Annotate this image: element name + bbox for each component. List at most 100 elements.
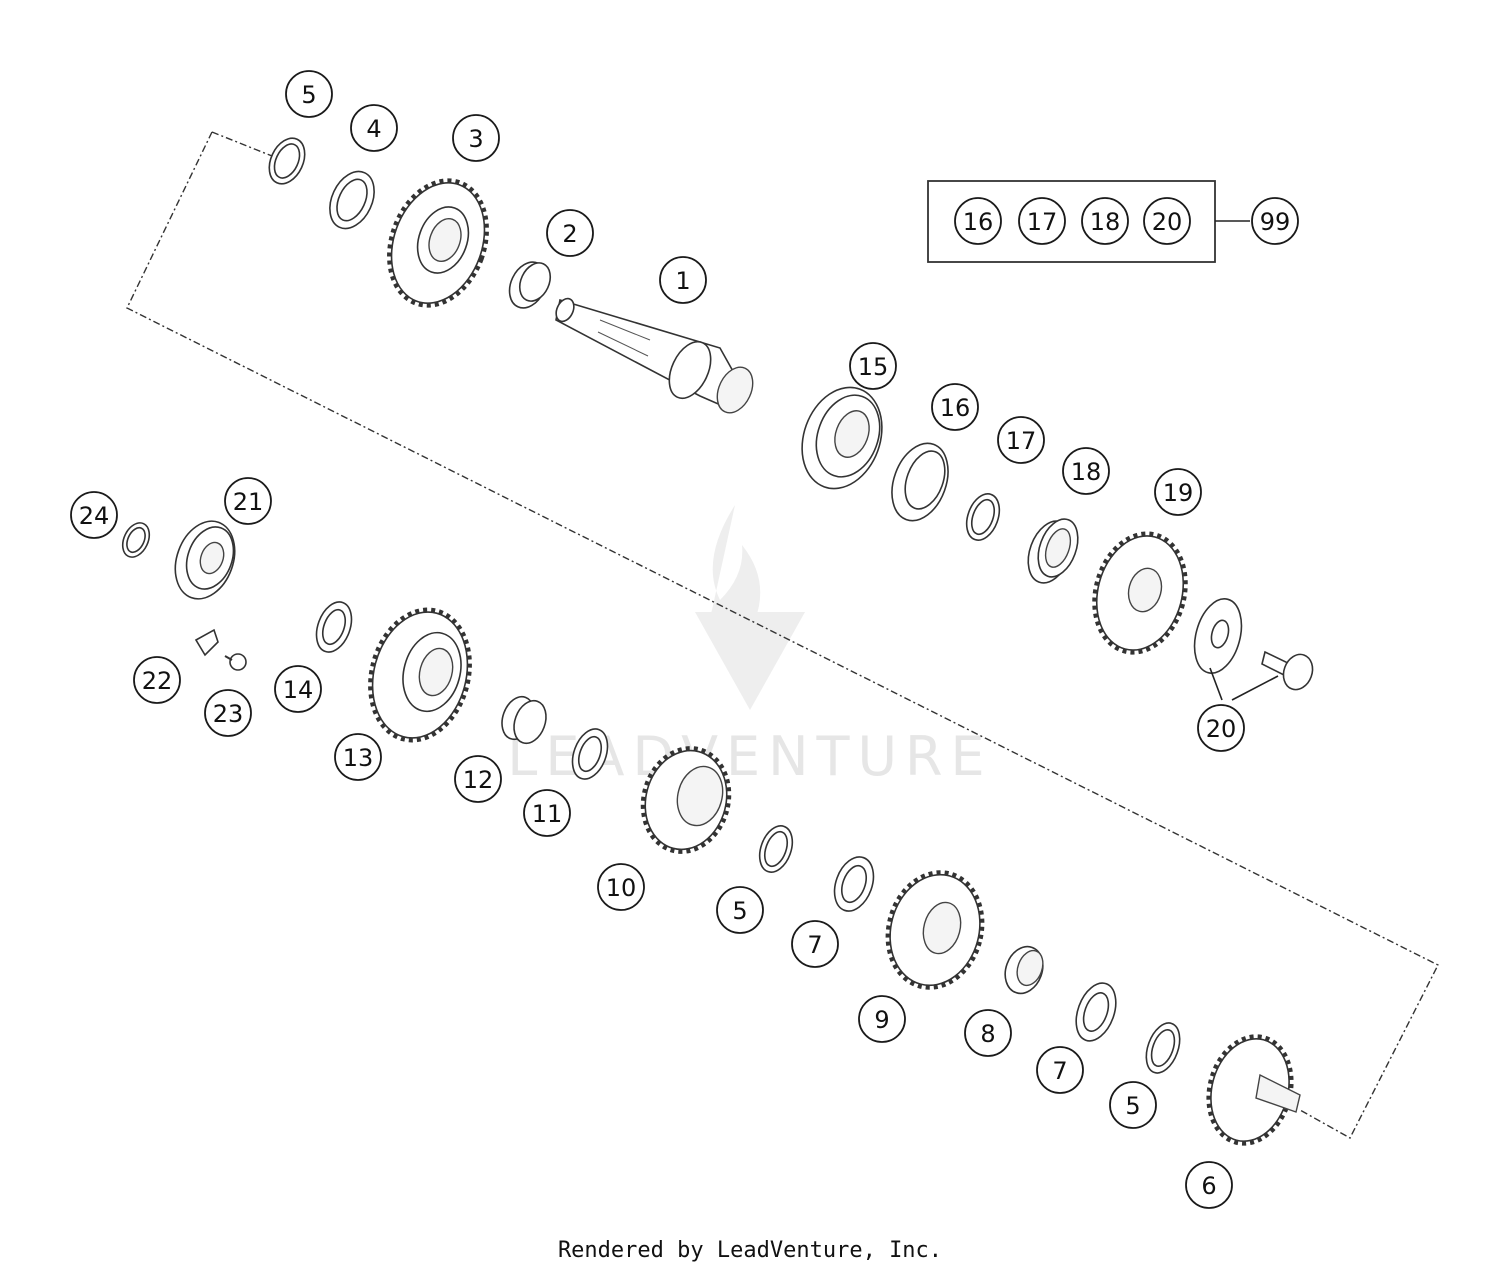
washer-14: [315, 601, 353, 653]
callout-15: 15: [849, 342, 897, 390]
callout-16: 16: [931, 383, 979, 431]
bearing-15: [801, 386, 883, 490]
kit-item-label: 18: [1090, 208, 1121, 236]
leader-line-20a: [1209, 667, 1223, 701]
kit-item-16: 16: [954, 197, 1002, 245]
callout-6: 6: [1185, 1161, 1233, 1209]
snap-ring-5-top: [268, 137, 306, 185]
callout-circle: [964, 1009, 1012, 1057]
callout-circle: [1154, 468, 1202, 516]
kit-item-20: 20: [1143, 197, 1191, 245]
callout-24: 24: [70, 491, 118, 539]
callout-label: 5: [301, 81, 316, 109]
shaft-1: [555, 297, 754, 414]
snap-ring-24: [121, 522, 151, 558]
callout-9: 9: [858, 995, 906, 1043]
callout-10: 10: [597, 863, 645, 911]
bushing-2: [508, 261, 552, 309]
callout-circle: [546, 209, 594, 257]
callout-label: 24: [79, 502, 110, 530]
spacer-18: [1027, 518, 1079, 584]
callout-12: 12: [454, 755, 502, 803]
callout-circle: [997, 416, 1045, 464]
gear-10: [640, 746, 732, 854]
kit-item-17: 17: [1018, 197, 1066, 245]
callout-circle: [350, 104, 398, 152]
callout-circle: [659, 256, 707, 304]
callout-2: 2: [546, 209, 594, 257]
callout-label: 11: [532, 800, 563, 828]
callout-circle: [454, 755, 502, 803]
footer-credit: Rendered by LeadVenture, Inc.: [557, 1238, 943, 1263]
callout-label: 21: [233, 488, 264, 516]
callout-circle: [285, 70, 333, 118]
callout-7: 7: [1036, 1046, 1084, 1094]
kit-item-label: 17: [1027, 208, 1058, 236]
callout-7: 7: [791, 920, 839, 968]
callout-label: 9: [874, 1006, 889, 1034]
leader-line-20b: [1231, 675, 1279, 701]
kit-item-18: 18: [1081, 197, 1129, 245]
callout-label: 23: [213, 700, 244, 728]
lock-washer-20: [1193, 598, 1243, 674]
callout-circle: [791, 920, 839, 968]
gear-13: [368, 607, 472, 743]
kit-item-circle: [1143, 197, 1191, 245]
kit-number-callout: 99: [1251, 197, 1299, 245]
kit-item-circle: [1018, 197, 1066, 245]
callout-22: 22: [133, 656, 181, 704]
bushing-12: [501, 695, 547, 745]
callout-circle: [597, 863, 645, 911]
callout-13: 13: [334, 733, 382, 781]
callout-circle: [204, 689, 252, 737]
kit-item-label: 20: [1152, 208, 1183, 236]
bolt-20: [1261, 650, 1314, 691]
bearing-21: [174, 520, 236, 600]
callout-11: 11: [523, 789, 571, 837]
callout-label: 17: [1006, 427, 1037, 455]
callout-circle: [70, 491, 118, 539]
washer-4: [329, 170, 375, 230]
callout-23: 23: [204, 689, 252, 737]
callout-14: 14: [274, 665, 322, 713]
callout-circle: [224, 477, 272, 525]
callout-label: 7: [807, 931, 822, 959]
snap-ring-5-middle: [758, 825, 794, 873]
callout-18: 18: [1062, 447, 1110, 495]
gear-shaft-6: [1206, 1034, 1301, 1146]
kit-number-label: 99: [1260, 208, 1291, 236]
snap-ring-5-lower: [1145, 1022, 1181, 1074]
callout-3: 3: [452, 114, 500, 162]
callout-circle: [334, 733, 382, 781]
callout-20: 20: [1197, 704, 1245, 752]
callout-1: 1: [659, 256, 707, 304]
callout-circle: [1185, 1161, 1233, 1209]
callout-circle: [716, 886, 764, 934]
o-ring-17: [965, 493, 1001, 541]
callout-circle: [133, 656, 181, 704]
callout-19: 19: [1154, 468, 1202, 516]
callout-circle: [452, 114, 500, 162]
callout-label: 16: [940, 394, 971, 422]
kit-callouts-layer: 16 17 18 20 99: [954, 197, 1299, 245]
callout-label: 10: [606, 874, 637, 902]
callout-circle: [1109, 1081, 1157, 1129]
pin-22: [194, 628, 219, 657]
callout-circle: [523, 789, 571, 837]
kit-item-circle: [1081, 197, 1129, 245]
kit-number-circle: [1251, 197, 1299, 245]
callout-label: 12: [463, 766, 494, 794]
callout-label: 5: [1125, 1092, 1140, 1120]
callout-circle: [1036, 1046, 1084, 1094]
callout-label: 15: [858, 353, 889, 381]
callout-label: 2: [562, 220, 577, 248]
callout-circle: [931, 383, 979, 431]
callout-5: 5: [285, 70, 333, 118]
callout-8: 8: [964, 1009, 1012, 1057]
needle-bearing-8: [1004, 945, 1044, 995]
callout-label: 19: [1163, 479, 1194, 507]
callout-circle: [274, 665, 322, 713]
callout-circle: [858, 995, 906, 1043]
